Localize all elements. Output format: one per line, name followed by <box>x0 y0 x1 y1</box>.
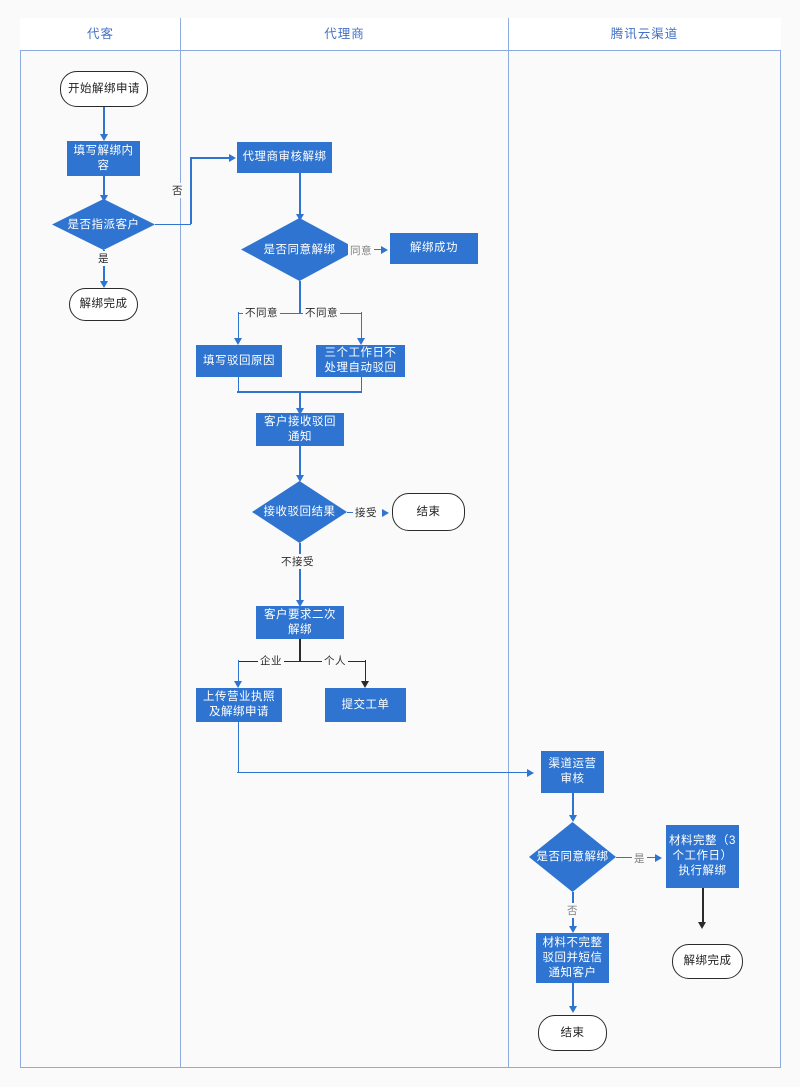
node-assign-customer-label: 是否指派客户 <box>67 218 140 231</box>
edge-no-assign-h2 <box>190 157 230 159</box>
lane-divider-1 <box>180 18 181 1068</box>
arrow-bad-to-end <box>568 1006 577 1013</box>
node-agree-unbind-2[interactable]: 是否同意解绑 <box>529 822 616 892</box>
lane-title-agent: 代理商 <box>324 27 365 41</box>
edge-not-accept-v <box>299 543 301 603</box>
node-start-apply[interactable]: 开始解绑申请 <box>60 71 148 107</box>
arrow-enterprise <box>234 681 242 688</box>
arrow-accept <box>382 509 389 517</box>
edge-material-ok-to-done <box>702 888 704 925</box>
node-submit-ticket[interactable]: 提交工单 <box>325 688 406 722</box>
node-reject-result-label: 接收驳回结果 <box>263 506 336 518</box>
edge-enterprise-v <box>237 660 240 684</box>
node-second-unbind[interactable]: 客户要求二次解绑 <box>256 606 344 639</box>
node-assign-customer[interactable]: 是否指派客户 <box>52 199 155 250</box>
edge-label-disagree-left: 不同意 <box>243 305 280 320</box>
edge-disagree-left-v <box>237 312 240 341</box>
edge-merge-stem <box>299 391 301 411</box>
edge-label-no-assign: 否 <box>170 183 185 198</box>
edge-label-yes-material: 是 <box>632 851 647 866</box>
node-end-1[interactable]: 结束 <box>392 493 465 531</box>
edge-no-assign-h1 <box>155 223 191 226</box>
edge-label-individual: 个人 <box>322 653 348 668</box>
node-unbind-done-1[interactable]: 解绑完成 <box>69 288 138 321</box>
edge-label-enterprise: 企业 <box>258 653 284 668</box>
edge-label-agree: 同意 <box>348 243 374 258</box>
edge-start-to-fill <box>103 107 105 136</box>
node-fill-reject-reason[interactable]: 填写驳回原因 <box>196 345 282 377</box>
edge-label-no-material: 否 <box>565 903 580 918</box>
arrow-no-material <box>568 926 577 933</box>
edge-to-channel-h <box>237 771 530 774</box>
arrow-merge-to-notice <box>295 408 304 415</box>
edge-no-assign-v <box>190 157 192 224</box>
lane-divider-2 <box>508 18 509 1068</box>
lane-title-customer: 代客 <box>86 27 114 41</box>
arrow-disagree-right <box>357 338 365 345</box>
edge-type-stem <box>299 639 301 661</box>
edge-disagree-right-v <box>360 312 363 341</box>
node-channel-review[interactable]: 渠道运营审核 <box>541 751 604 793</box>
edge-label-not-accept: 不接受 <box>279 554 316 569</box>
edge-label-yes-assign: 是 <box>96 251 111 266</box>
edge-disagree-stem <box>299 281 301 314</box>
arrow-notice-to-result <box>295 475 304 482</box>
edge-fill-to-assign <box>103 176 105 198</box>
node-end-2[interactable]: 结束 <box>538 1015 607 1051</box>
arrow-fill-to-assign <box>99 195 108 202</box>
node-unbind-success[interactable]: 解绑成功 <box>390 233 478 264</box>
node-agree-unbind[interactable]: 是否同意解绑 <box>241 218 358 281</box>
arrow-channel-to-agree2 <box>568 815 577 822</box>
edge-type-split <box>238 660 366 663</box>
edge-merge-right-v <box>360 377 363 392</box>
edge-label-disagree-right: 不同意 <box>303 305 340 320</box>
node-agree-unbind-label: 是否同意解绑 <box>263 243 336 256</box>
arrow-disagree-left <box>234 338 242 345</box>
edge-bad-to-end <box>572 983 574 1009</box>
edge-review-to-agree <box>299 173 301 217</box>
node-auto-reject-3days[interactable]: 三个工作日不处理自动驳回 <box>316 345 405 377</box>
edge-to-channel-v <box>237 722 240 773</box>
arrow-yes-material <box>655 854 662 862</box>
arrow-no-assign <box>229 154 236 162</box>
edge-channel-to-agree2 <box>572 793 574 818</box>
node-upload-license[interactable]: 上传营业执照及解绑申请 <box>196 688 282 722</box>
node-unbind-done-2[interactable]: 解绑完成 <box>672 944 743 979</box>
node-material-bad[interactable]: 材料不完整驳回并短信通知客户 <box>536 933 609 983</box>
edge-yes-assign <box>103 250 105 284</box>
edge-merge-left-v <box>237 377 240 392</box>
node-material-ok[interactable]: 材料完整（3个工作日）执行解绑 <box>666 825 739 888</box>
edge-disagree-split <box>238 312 362 315</box>
arrow-individual <box>361 681 369 688</box>
node-fill-unbind[interactable]: 填写解绑内容 <box>67 141 140 176</box>
edge-label-accept: 接受 <box>353 505 379 520</box>
edge-notice-to-result <box>299 446 301 478</box>
arrow-not-accept <box>295 600 304 607</box>
lane-title-tencent: 腾讯云渠道 <box>610 27 679 41</box>
node-agent-review[interactable]: 代理商审核解绑 <box>237 142 332 173</box>
arrow-material-ok-to-done <box>698 922 706 929</box>
arrow-start-to-fill <box>99 134 108 141</box>
swimlane-header-row <box>20 18 781 51</box>
node-customer-notice[interactable]: 客户接收驳回通知 <box>256 413 344 446</box>
node-agree-unbind-2-label: 是否同意解绑 <box>536 851 609 863</box>
arrow-to-channel <box>527 769 534 777</box>
arrow-review-to-agree <box>295 214 304 221</box>
arrow-yes-assign <box>99 281 108 288</box>
edge-individual-v <box>364 660 367 684</box>
arrow-agree <box>381 246 388 254</box>
node-reject-result[interactable]: 接收驳回结果 <box>252 481 347 543</box>
